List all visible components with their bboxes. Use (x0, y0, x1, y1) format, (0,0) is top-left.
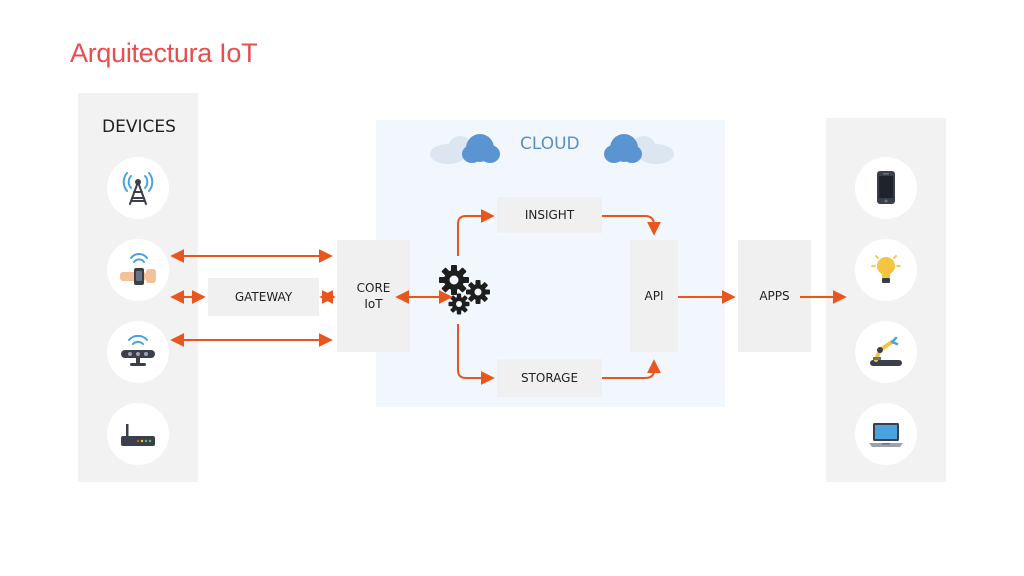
cloud-left-icon (430, 134, 500, 164)
apps-label: APPS (759, 289, 790, 303)
storage-box: STORAGE (497, 359, 602, 397)
gateway-box: GATEWAY (208, 278, 319, 316)
api-label: API (644, 289, 664, 303)
light-bulb-icon (871, 255, 901, 283)
api-box: API (630, 240, 678, 352)
antenna-tower-icon (122, 172, 154, 205)
gateway-label: GATEWAY (234, 290, 293, 304)
app-light-bulb (855, 239, 917, 301)
device-smartwatch (107, 239, 169, 301)
app-smartphone (855, 157, 917, 219)
router-icon (121, 424, 155, 446)
device-kinect (107, 321, 169, 383)
gears-icon (439, 265, 490, 315)
devices-label: DEVICES (102, 117, 176, 137)
laptop-icon (869, 423, 903, 447)
robotic-arm-icon (870, 336, 902, 366)
device-router (107, 403, 169, 465)
cloud-label: CLOUD (520, 134, 580, 154)
storage-label: STORAGE (520, 371, 579, 385)
app-robotic-arm (855, 321, 917, 383)
page-title: Arquitectura IoT (70, 38, 258, 68)
insight-label: INSIGHT (524, 208, 575, 222)
insight-box: INSIGHT (497, 197, 602, 233)
cloud-right-icon (604, 134, 674, 164)
core-label-line2: IoT (364, 297, 383, 311)
app-laptop (855, 403, 917, 465)
device-antenna (107, 157, 169, 219)
kinect-sensor-icon (121, 334, 155, 366)
core-label-line1: CORE (356, 281, 391, 295)
apps-box: APPS (738, 240, 811, 352)
smartwatch-wrist-icon (120, 253, 156, 285)
smartphone-icon (877, 171, 895, 204)
